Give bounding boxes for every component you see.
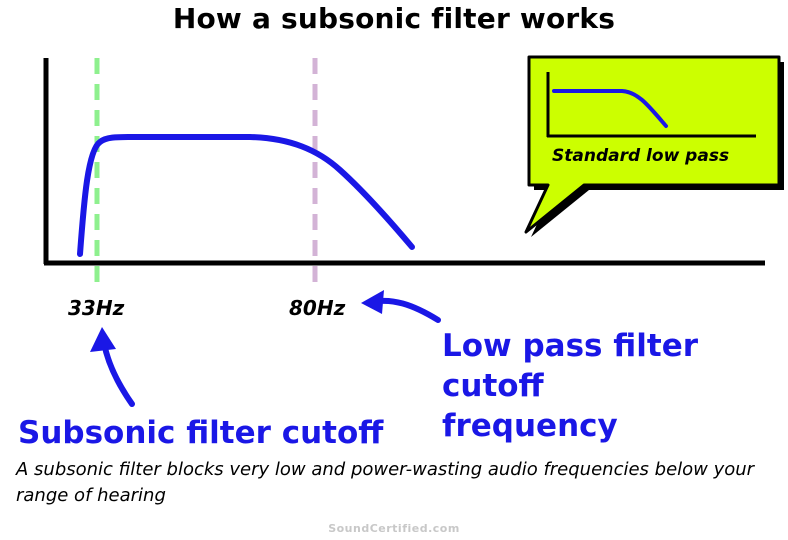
callout-bubble — [524, 55, 781, 234]
lowpass-freq-label: 80Hz — [289, 296, 346, 320]
subsonic-arrow-shaft — [101, 340, 135, 407]
diagram-title: How a subsonic filter works — [172, 2, 616, 35]
subsonic-freq-label: 33Hz — [68, 296, 125, 320]
filter-response-curve — [77, 134, 415, 257]
lowpass-cutoff-line1: Low pass filter cutoff — [442, 328, 699, 404]
mini-lowpass-curve — [552, 89, 668, 128]
watermark: SoundCertified.com — [328, 522, 460, 535]
lowpass-cutoff-line2: frequency — [442, 408, 618, 444]
callout-label: Standard low pass — [552, 146, 730, 166]
subsonic-arrow-head — [90, 327, 116, 352]
lowpass-arrow-head — [361, 290, 384, 314]
caption: A subsonic filter blocks very low and po… — [16, 459, 755, 506]
lowpass-cutoff-label: Low pass filter cutoff frequency — [442, 326, 788, 446]
subsonic-cutoff-label: Subsonic filter cutoff — [18, 415, 384, 451]
